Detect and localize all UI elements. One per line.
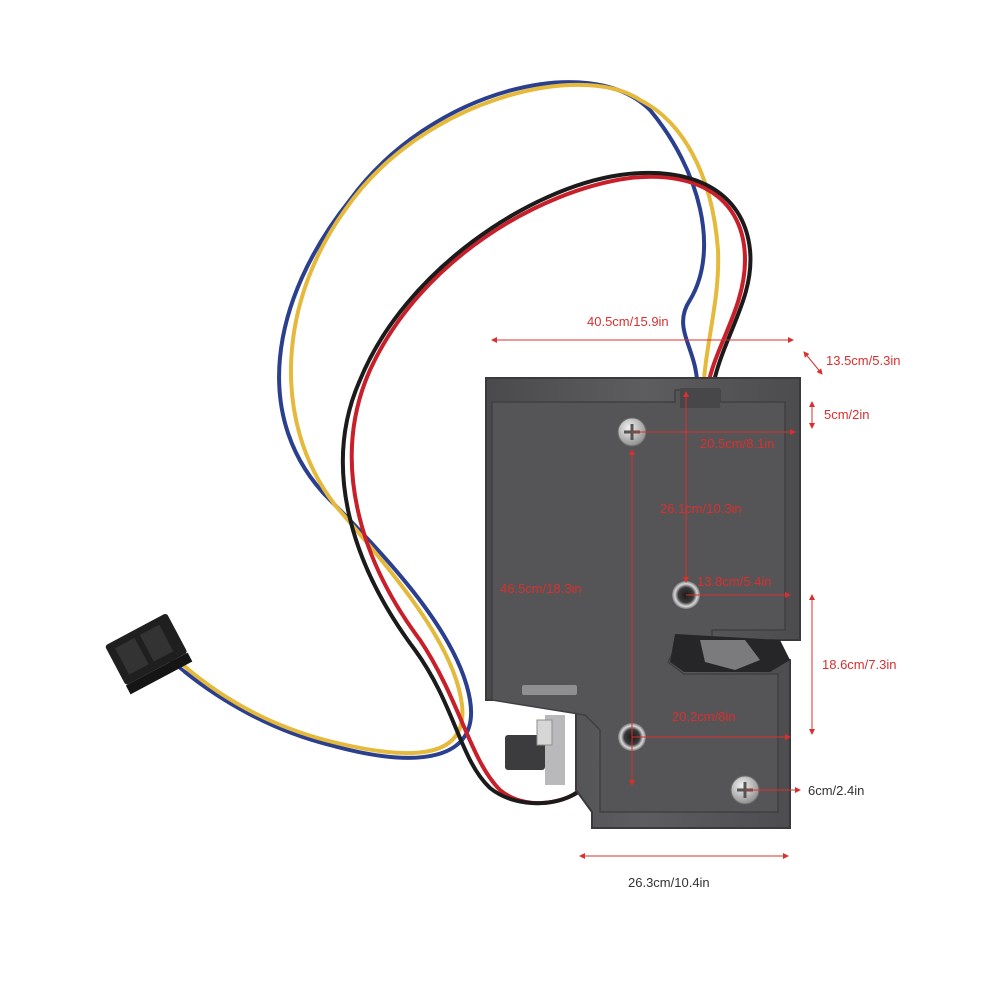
label-lower-screw-offset: 6cm/2.4in [808, 783, 865, 798]
black-wire [340, 170, 753, 806]
label-lower-hole-offset: 20.2cm/8in [672, 709, 736, 724]
label-upper-vertical: 26.1cm/10.3in [660, 501, 742, 516]
dim-line-top-depth [803, 351, 823, 375]
red-wire [349, 174, 748, 806]
label-top-step: 5cm/2in [824, 407, 870, 422]
wire-connector [105, 613, 193, 695]
blue-wire [183, 80, 707, 760]
label-bottom-width: 26.3cm/10.4in [628, 875, 710, 890]
yellow-wire [181, 82, 721, 756]
lock-label-sticker [522, 685, 577, 695]
label-body-height: 46.5cm/18.3in [500, 581, 582, 596]
wire-entry-notch [680, 388, 720, 408]
electric-lock-body [485, 377, 801, 829]
label-middle-hole-offset: 13.8cm/5.4in [697, 574, 772, 589]
label-right-lower-height: 18.6cm/7.3in [822, 657, 897, 672]
spring [536, 719, 553, 746]
dimension-lines [491, 337, 823, 859]
label-upper-screw-offset: 20.5cm/8.1in [700, 436, 775, 451]
mounting-tab [505, 735, 545, 770]
latch-mechanism [700, 640, 760, 670]
label-overall-width: 40.5cm/15.9in [587, 314, 669, 329]
label-top-depth: 13.5cm/5.3in [826, 353, 901, 368]
